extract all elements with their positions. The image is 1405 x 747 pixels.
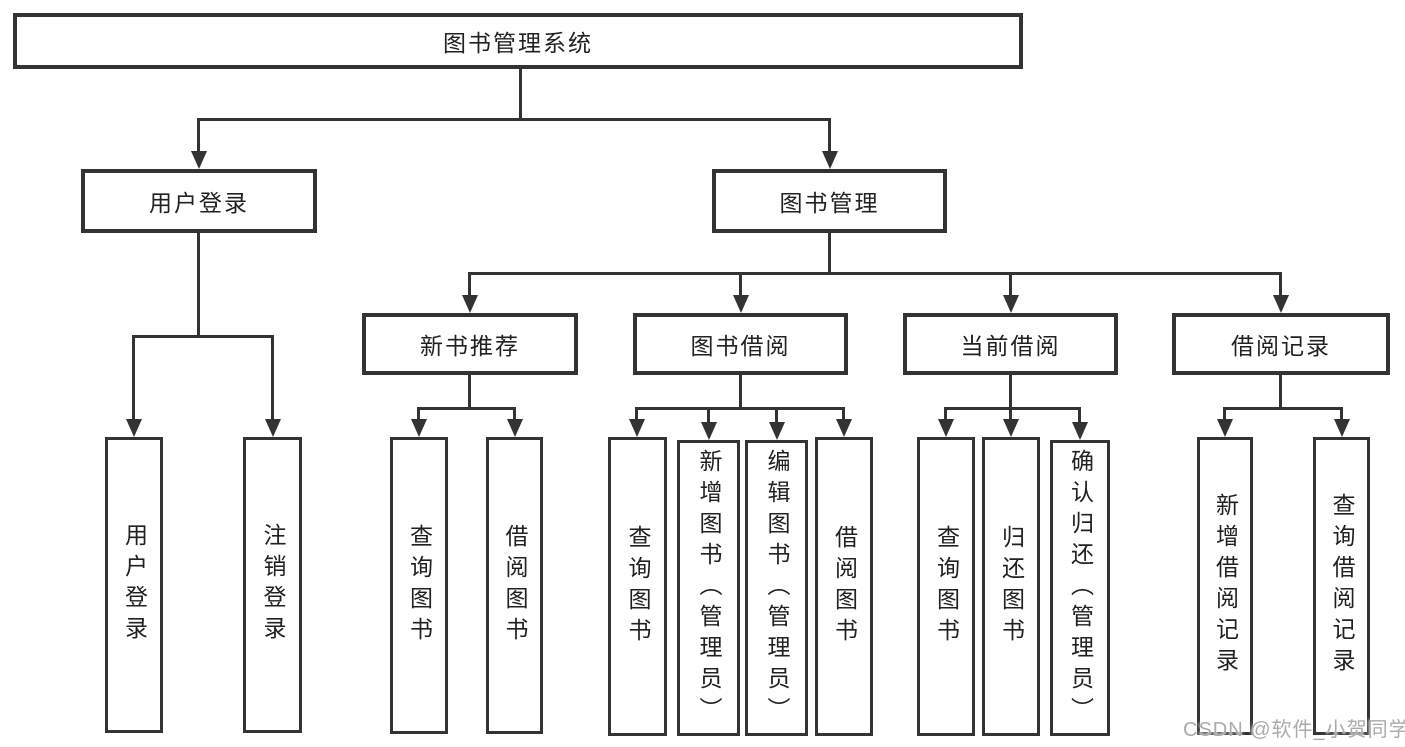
arrow-bb-query <box>629 419 645 437</box>
arrow-new-book-rec <box>462 295 478 313</box>
edge-bb-borrow-stem <box>842 407 845 421</box>
edge-cb-confirm-stem <box>1078 407 1081 424</box>
arrow-nbr-borrow <box>507 419 523 437</box>
node-bb-edit: 编辑图书（管理员） <box>745 440 808 736</box>
edge-borrow-records-stem <box>1279 272 1282 296</box>
node-book-borrow: 图书借阅 <box>633 313 848 375</box>
arrow-cb-query <box>938 419 954 437</box>
node-cb-confirm: 确认归还（管理员） <box>1050 440 1110 736</box>
node-bb-add: 新增图书（管理员） <box>677 440 740 736</box>
node-nbr-query: 查询图书 <box>390 437 448 734</box>
edge-cb-bar <box>945 407 1080 410</box>
csdn-watermark: CSDN @软件_小贺同学 <box>1183 719 1405 741</box>
edge-cb-drop <box>1009 375 1012 409</box>
edge-nbr-query-stem <box>417 407 420 421</box>
edge-br-drop <box>1279 375 1282 409</box>
node-current-borrow: 当前借阅 <box>903 313 1118 375</box>
edge-book-mgmt-stem <box>828 118 831 152</box>
edge-cb-return-stem <box>1009 407 1012 421</box>
node-book-mgmt: 图书管理 <box>712 169 947 233</box>
arrow-bb-borrow <box>836 419 852 437</box>
arrow-cb-return <box>1003 419 1019 437</box>
node-cb-query: 查询图书 <box>917 437 975 736</box>
edge-book-borrow-stem <box>739 272 742 296</box>
arrow-book-mgmt <box>822 151 838 169</box>
edge-br-bar <box>1224 407 1342 410</box>
node-user-login: 用户登录 <box>81 169 317 233</box>
arrow-br-query <box>1334 419 1350 437</box>
edge-br-add-stem <box>1223 407 1226 421</box>
edge-bb-add-stem <box>707 407 710 424</box>
edge-user-bar <box>133 335 274 338</box>
arrow-borrow-records <box>1273 295 1289 313</box>
arrow-bb-add <box>701 422 717 440</box>
edge-l3-bar <box>469 272 1282 275</box>
node-logout-leaf: 注销登录 <box>243 437 302 733</box>
node-login-leaf: 用户登录 <box>105 437 163 733</box>
edge-logout-leaf-stem <box>271 335 274 419</box>
node-br-query: 查询借阅记录 <box>1313 437 1370 735</box>
edge-cb-query-stem <box>944 407 947 421</box>
node-br-add: 新增借阅记录 <box>1197 437 1253 735</box>
edge-root-drop <box>519 68 522 120</box>
edge-bb-drop <box>739 375 742 409</box>
node-nbr-borrow: 借阅图书 <box>486 437 543 734</box>
arrow-bb-edit <box>769 422 785 440</box>
edge-login-leaf-stem <box>132 335 135 419</box>
edge-br-query-stem <box>1340 407 1343 421</box>
edge-user-login-stem <box>197 118 200 152</box>
arrow-br-add <box>1217 419 1233 437</box>
node-bb-borrow: 借阅图书 <box>815 437 873 736</box>
edge-l2-bar <box>197 118 831 121</box>
arrow-login-leaf <box>126 419 142 437</box>
edge-new-book-rec-stem <box>468 272 471 296</box>
node-bb-query: 查询图书 <box>608 437 667 736</box>
edge-current-borrow-stem <box>1009 272 1012 296</box>
edge-bb-query-stem <box>635 407 638 421</box>
edge-nbr-borrow-stem <box>513 407 516 421</box>
edge-nbr-bar <box>418 407 516 410</box>
arrow-cb-confirm <box>1072 422 1088 440</box>
arrow-nbr-query <box>411 419 427 437</box>
arrow-logout-leaf <box>265 419 281 437</box>
arrow-current-borrow <box>1003 295 1019 313</box>
node-new-book-rec: 新书推荐 <box>362 313 578 375</box>
arrow-book-borrow <box>733 295 749 313</box>
edge-user-drop <box>197 233 200 337</box>
edge-nbr-drop <box>468 375 471 409</box>
node-root: 图书管理系统 <box>13 13 1023 69</box>
edge-book-mgmt-drop <box>828 233 831 274</box>
node-borrow-records: 借阅记录 <box>1172 313 1390 375</box>
node-cb-return: 归还图书 <box>982 437 1040 736</box>
arrow-user-login <box>191 151 207 169</box>
edge-bb-edit-stem <box>775 407 778 424</box>
edge-bb-bar <box>636 407 845 410</box>
